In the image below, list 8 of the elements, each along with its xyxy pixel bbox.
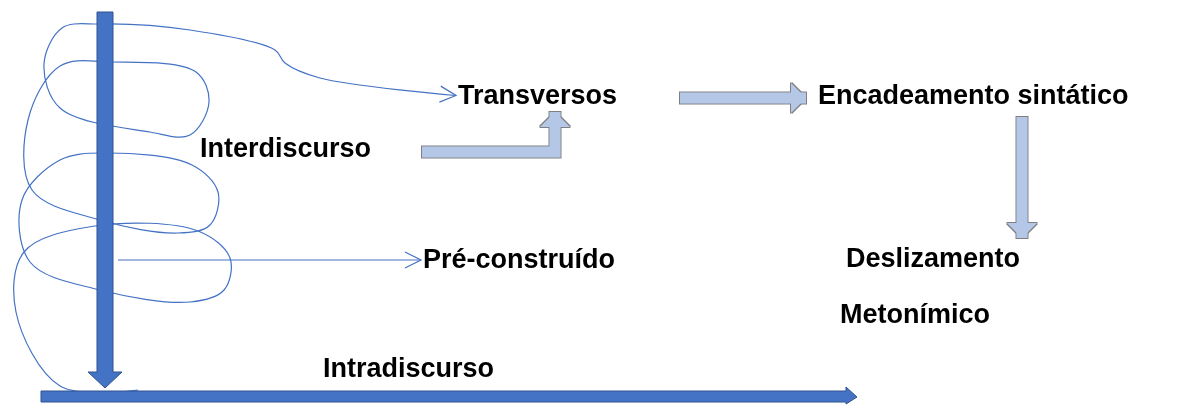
node-text: Deslizamento <box>846 242 1021 274</box>
axis-label: Intradiscurso <box>323 352 495 384</box>
node-text: Interdiscurso <box>200 132 372 164</box>
node-text: Transversos <box>458 79 618 111</box>
node-text: Metonímico <box>840 298 990 330</box>
node-text: Pré-construído <box>423 243 616 275</box>
arrow <box>117 251 422 269</box>
node-text: Encadeamento sintático <box>818 79 1129 111</box>
